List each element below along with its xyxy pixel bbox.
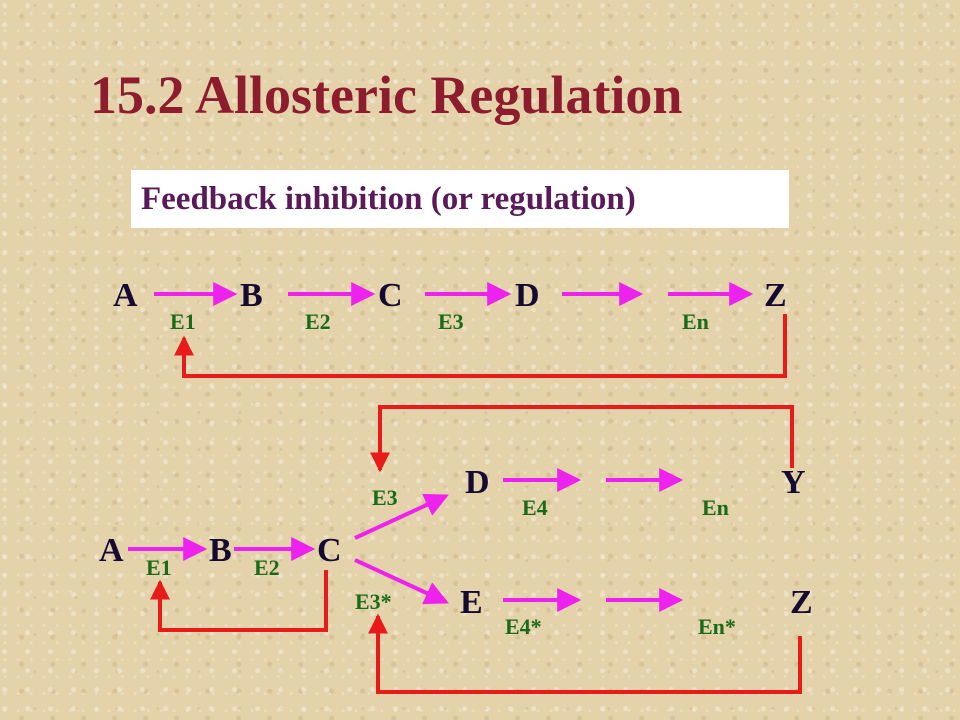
branched-enzyme-e4: E4 [522, 495, 548, 520]
branched-enzyme-e2: E2 [254, 555, 280, 580]
branched-enzyme-e4-star: E4* [505, 614, 542, 639]
branched-node-a: A [99, 532, 124, 569]
feedback-c-to-e1 [150, 570, 328, 632]
linear-node-z: Z [764, 277, 787, 314]
branched-node-c: C [317, 532, 342, 569]
branched-node-z: Z [790, 584, 813, 621]
linear-node-d: D [515, 277, 540, 314]
linear-enzyme-e2: E2 [305, 309, 331, 334]
branched-enzyme-e1: E1 [146, 555, 172, 580]
linear-enzyme-en: En [682, 309, 709, 334]
subtitle-box: Feedback inhibition (or regulation) [131, 170, 789, 228]
linear-enzyme-e1: E1 [170, 309, 196, 334]
arrow-c2-d2 [354, 493, 449, 540]
branched-enzyme-en: En [702, 495, 729, 520]
branched-node-e: E [460, 584, 483, 621]
branched-enzyme-e3-star: E3* [355, 589, 392, 614]
branched-node-d: D [465, 464, 490, 501]
linear-node-c: C [378, 277, 403, 314]
feedback-z-to-e3-star [368, 613, 802, 694]
branched-feedback-lines [150, 405, 802, 694]
branched-enzyme-en-star: En* [698, 614, 736, 639]
linear-enzyme-e3: E3 [438, 309, 464, 334]
branched-pathway-arrows [128, 468, 684, 612]
linear-node-b: B [240, 277, 263, 314]
linear-feedback-line [174, 314, 787, 378]
feedback-y-to-e3 [370, 405, 794, 473]
branched-node-b: B [209, 532, 232, 569]
arrow-c2-e2 [354, 558, 449, 605]
branched-node-y: Y [781, 464, 806, 501]
slide-title: 15.2 Allosteric Regulation [90, 65, 683, 125]
branched-enzyme-e3: E3 [372, 485, 398, 510]
linear-node-a: A [113, 277, 138, 314]
